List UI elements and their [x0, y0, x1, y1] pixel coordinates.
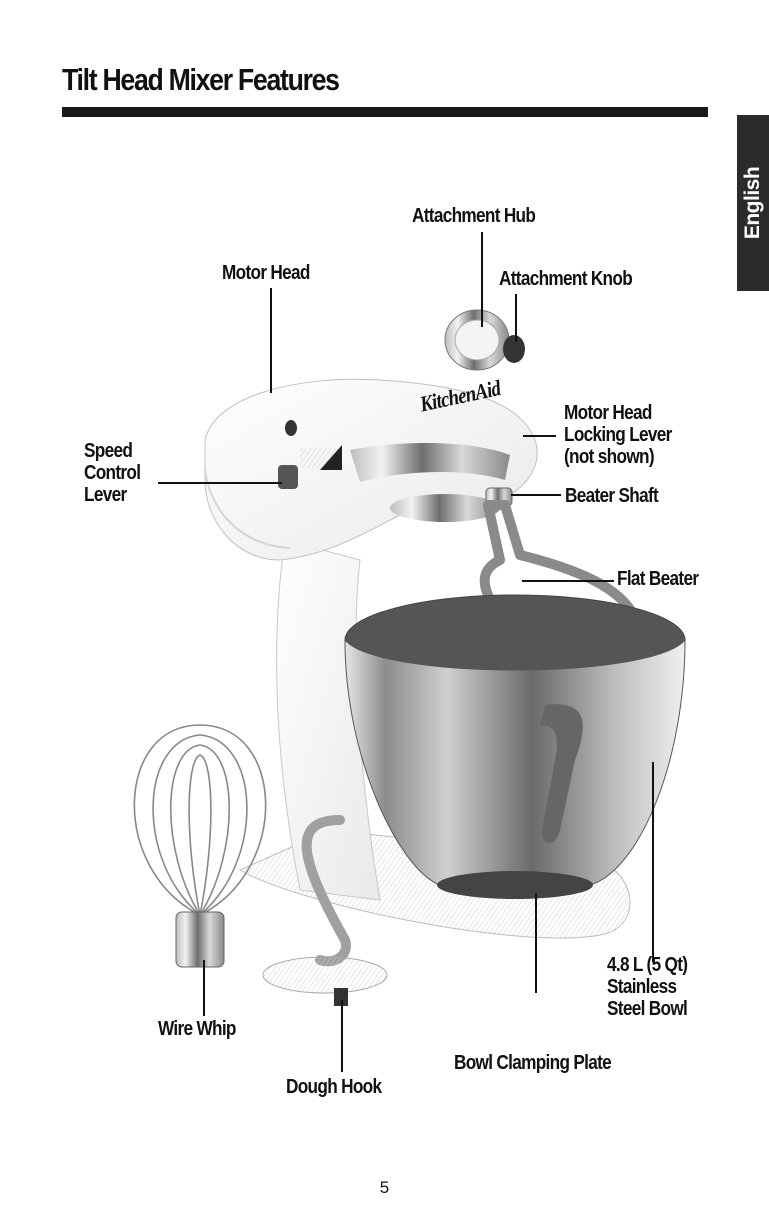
label-motor-head: Motor Head: [222, 262, 310, 284]
attachment-knob-graphic: [503, 335, 525, 363]
leader-motor-head: [270, 288, 272, 393]
label-wire-whip: Wire Whip: [158, 1018, 236, 1040]
leader-attachment-knob: [515, 294, 517, 342]
leader-locking-lever: [523, 435, 556, 437]
label-dough-hook: Dough Hook: [286, 1076, 381, 1098]
leader-speed-control: [158, 482, 282, 484]
page-number: 5: [0, 1178, 769, 1198]
label-attachment-hub: Attachment Hub: [412, 205, 535, 227]
leader-dough-hook: [341, 1000, 343, 1072]
speed-lever-graphic: [278, 465, 298, 489]
wire-whip-graphic: [134, 725, 265, 915]
label-bowl: 4.8 L (5 Qt) Stainless Steel Bowl: [607, 954, 687, 1020]
label-attachment-knob: Attachment Knob: [499, 268, 632, 290]
label-motor-head-locking-lever: Motor Head Locking Lever (not shown): [564, 402, 672, 468]
leader-bowl-clamping-plate: [535, 893, 537, 993]
label-beater-shaft: Beater Shaft: [565, 485, 658, 507]
leader-beater-shaft: [511, 494, 561, 496]
leader-flat-beater: [522, 580, 614, 582]
leader-attachment-hub: [481, 232, 483, 327]
leader-wire-whip: [203, 960, 205, 1016]
leader-bowl: [652, 762, 654, 962]
label-flat-beater: Flat Beater: [617, 568, 698, 590]
label-bowl-clamping-plate: Bowl Clamping Plate: [454, 1052, 611, 1074]
label-speed-control-lever: Speed Control Lever: [84, 440, 140, 506]
